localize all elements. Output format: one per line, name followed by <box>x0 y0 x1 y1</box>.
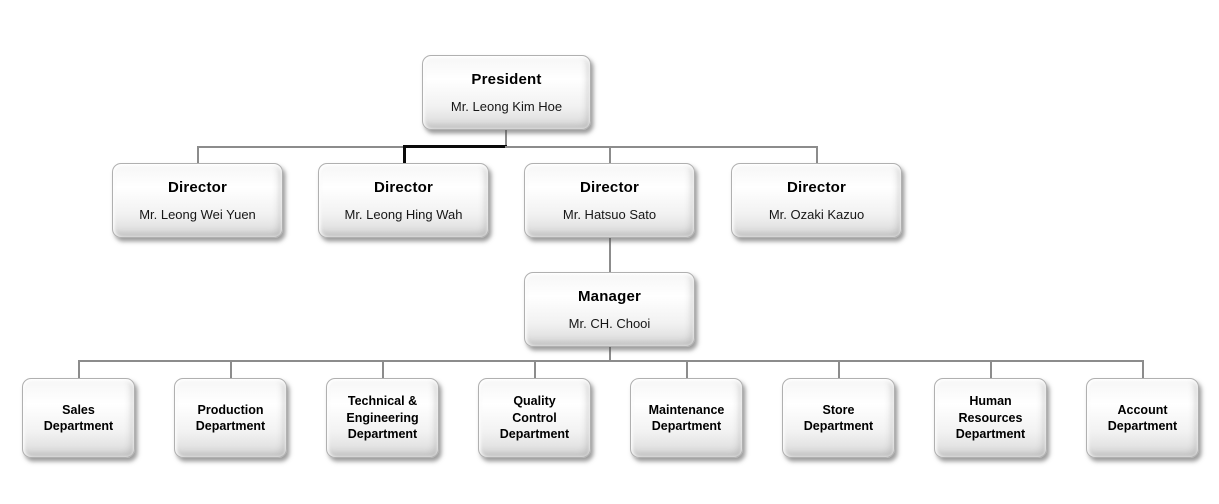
connector-director3-manager <box>609 238 611 272</box>
node-dept-store: Store Department <box>782 378 895 458</box>
connector-dept5-drop <box>686 360 688 378</box>
connector-departments-rail <box>78 360 1144 362</box>
connector-director4-drop <box>816 146 818 164</box>
connector-dept7-drop <box>990 360 992 378</box>
node-director-4-name: Mr. Ozaki Kazuo <box>768 207 865 222</box>
node-dept-quality-control: Quality Control Department <box>478 378 591 458</box>
node-director-2-name: Mr. Leong Hing Wah <box>344 207 463 222</box>
connector-dept3-drop <box>382 360 384 378</box>
node-director-1-title: Director <box>167 179 228 196</box>
node-dept-sales: Sales Department <box>22 378 135 458</box>
node-director-3-title: Director <box>579 179 640 196</box>
node-dept-maintenance-label: Maintenance Department <box>648 402 725 434</box>
node-dept-technical-engineering-label: Technical & Engineering Department <box>346 394 419 442</box>
node-director-2: Director Mr. Leong Hing Wah <box>318 163 489 238</box>
connector-dept8-drop <box>1142 360 1144 378</box>
connector-dept6-drop <box>838 360 840 378</box>
connector-dept4-drop <box>534 360 536 378</box>
connector-directors-rail-right <box>505 146 817 148</box>
node-manager: Manager Mr. CH. Chooi <box>524 272 695 347</box>
connector-director2-rail-highlight <box>403 145 507 148</box>
node-president: President Mr. Leong Kim Hoe <box>422 55 591 130</box>
node-president-title: President <box>471 71 542 88</box>
node-dept-account: Account Department <box>1086 378 1199 458</box>
connector-director2-drop-highlight <box>403 145 406 164</box>
connector-dept2-drop <box>230 360 232 378</box>
node-dept-store-label: Store Department <box>803 402 874 434</box>
node-director-1: Director Mr. Leong Wei Yuen <box>112 163 283 238</box>
node-director-4: Director Mr. Ozaki Kazuo <box>731 163 902 238</box>
node-dept-technical-engineering: Technical & Engineering Department <box>326 378 439 458</box>
node-dept-sales-label: Sales Department <box>43 402 114 434</box>
node-dept-production-label: Production Department <box>195 402 266 434</box>
connector-directors-rail-left <box>197 146 405 148</box>
connector-director3-drop <box>609 146 611 164</box>
connector-manager-drop <box>609 347 611 361</box>
node-director-2-title: Director <box>373 179 434 196</box>
connector-president-drop <box>505 130 507 147</box>
node-director-3: Director Mr. Hatsuo Sato <box>524 163 695 238</box>
connector-dept1-drop <box>78 360 80 378</box>
node-dept-human-resources-label: Human Resources Department <box>955 394 1026 442</box>
node-dept-account-label: Account Department <box>1107 402 1178 434</box>
node-president-name: Mr. Leong Kim Hoe <box>450 99 563 114</box>
node-dept-production: Production Department <box>174 378 287 458</box>
node-manager-name: Mr. CH. Chooi <box>568 316 651 331</box>
node-director-4-title: Director <box>786 179 847 196</box>
node-director-1-name: Mr. Leong Wei Yuen <box>139 207 256 222</box>
node-director-3-name: Mr. Hatsuo Sato <box>562 207 657 222</box>
connector-director1-drop <box>197 146 199 164</box>
node-dept-quality-control-label: Quality Control Department <box>499 394 570 442</box>
node-manager-title: Manager <box>577 288 642 305</box>
node-dept-human-resources: Human Resources Department <box>934 378 1047 458</box>
node-dept-maintenance: Maintenance Department <box>630 378 743 458</box>
